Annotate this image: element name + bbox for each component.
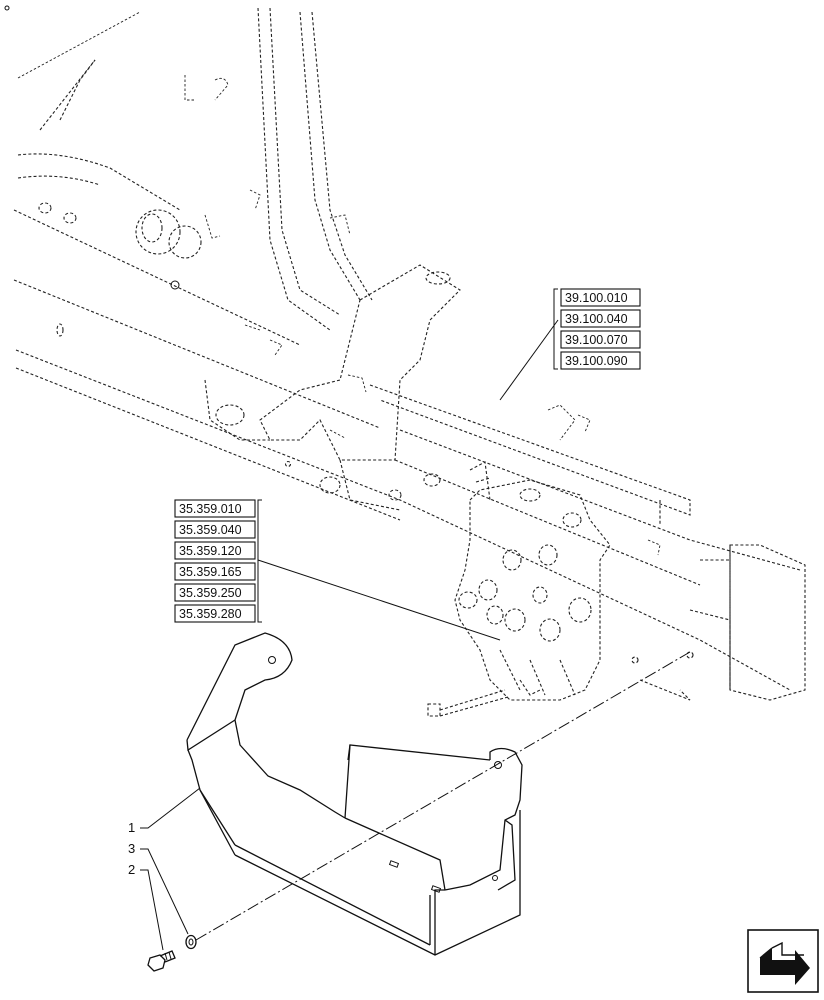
reference-code[interactable]: 39.100.010 <box>565 291 628 305</box>
callout-3-label: 3 <box>128 841 135 856</box>
reference-code[interactable]: 35.359.120 <box>179 544 242 558</box>
reference-box <box>174 499 256 518</box>
callout-3: 3 <box>128 841 189 935</box>
reference-box <box>560 351 641 370</box>
washer <box>185 934 197 950</box>
callout-2: 2 <box>128 862 164 951</box>
reference-bracket <box>257 499 262 623</box>
next-page-arrow-icon[interactable] <box>747 929 819 993</box>
callout-2-label: 2 <box>128 862 135 877</box>
reference-box <box>174 604 256 623</box>
reference-code[interactable]: 35.359.280 <box>179 607 242 621</box>
callout-1-label: 1 <box>128 820 135 835</box>
reference-box <box>174 562 256 581</box>
corner-mark <box>4 5 10 11</box>
valve-guard-plate <box>186 632 523 956</box>
reference-box <box>560 309 641 328</box>
reference-box <box>560 288 641 307</box>
reference-box <box>174 520 256 539</box>
reference-bracket <box>553 288 558 370</box>
reference-box <box>174 583 256 602</box>
reference-code[interactable]: 35.359.040 <box>179 523 242 537</box>
callout-1: 1 <box>128 787 201 835</box>
reference-code[interactable]: 39.100.090 <box>565 354 628 368</box>
bolt <box>147 950 176 972</box>
control-valve-block <box>427 461 611 717</box>
reference-leader-lower <box>257 559 501 641</box>
reference-code[interactable]: 35.359.010 <box>179 502 242 516</box>
reference-code[interactable]: 39.100.040 <box>565 312 628 326</box>
reference-box <box>174 541 256 560</box>
assembly-centerline <box>195 651 691 941</box>
reference-code[interactable]: 39.100.070 <box>565 333 628 347</box>
chassis-frame <box>13 7 806 701</box>
reference-code[interactable]: 35.359.250 <box>179 586 242 600</box>
reference-leader-upper <box>499 319 559 401</box>
reference-code[interactable]: 35.359.165 <box>179 565 242 579</box>
reference-box <box>560 330 641 349</box>
reference-group-lower: 35.359.010 35.359.040 35.359.120 35.359.165… <box>174 499 262 623</box>
reference-group-upper: 39.100.010 39.100.040 39.100.070 39.100.090 <box>553 288 641 370</box>
